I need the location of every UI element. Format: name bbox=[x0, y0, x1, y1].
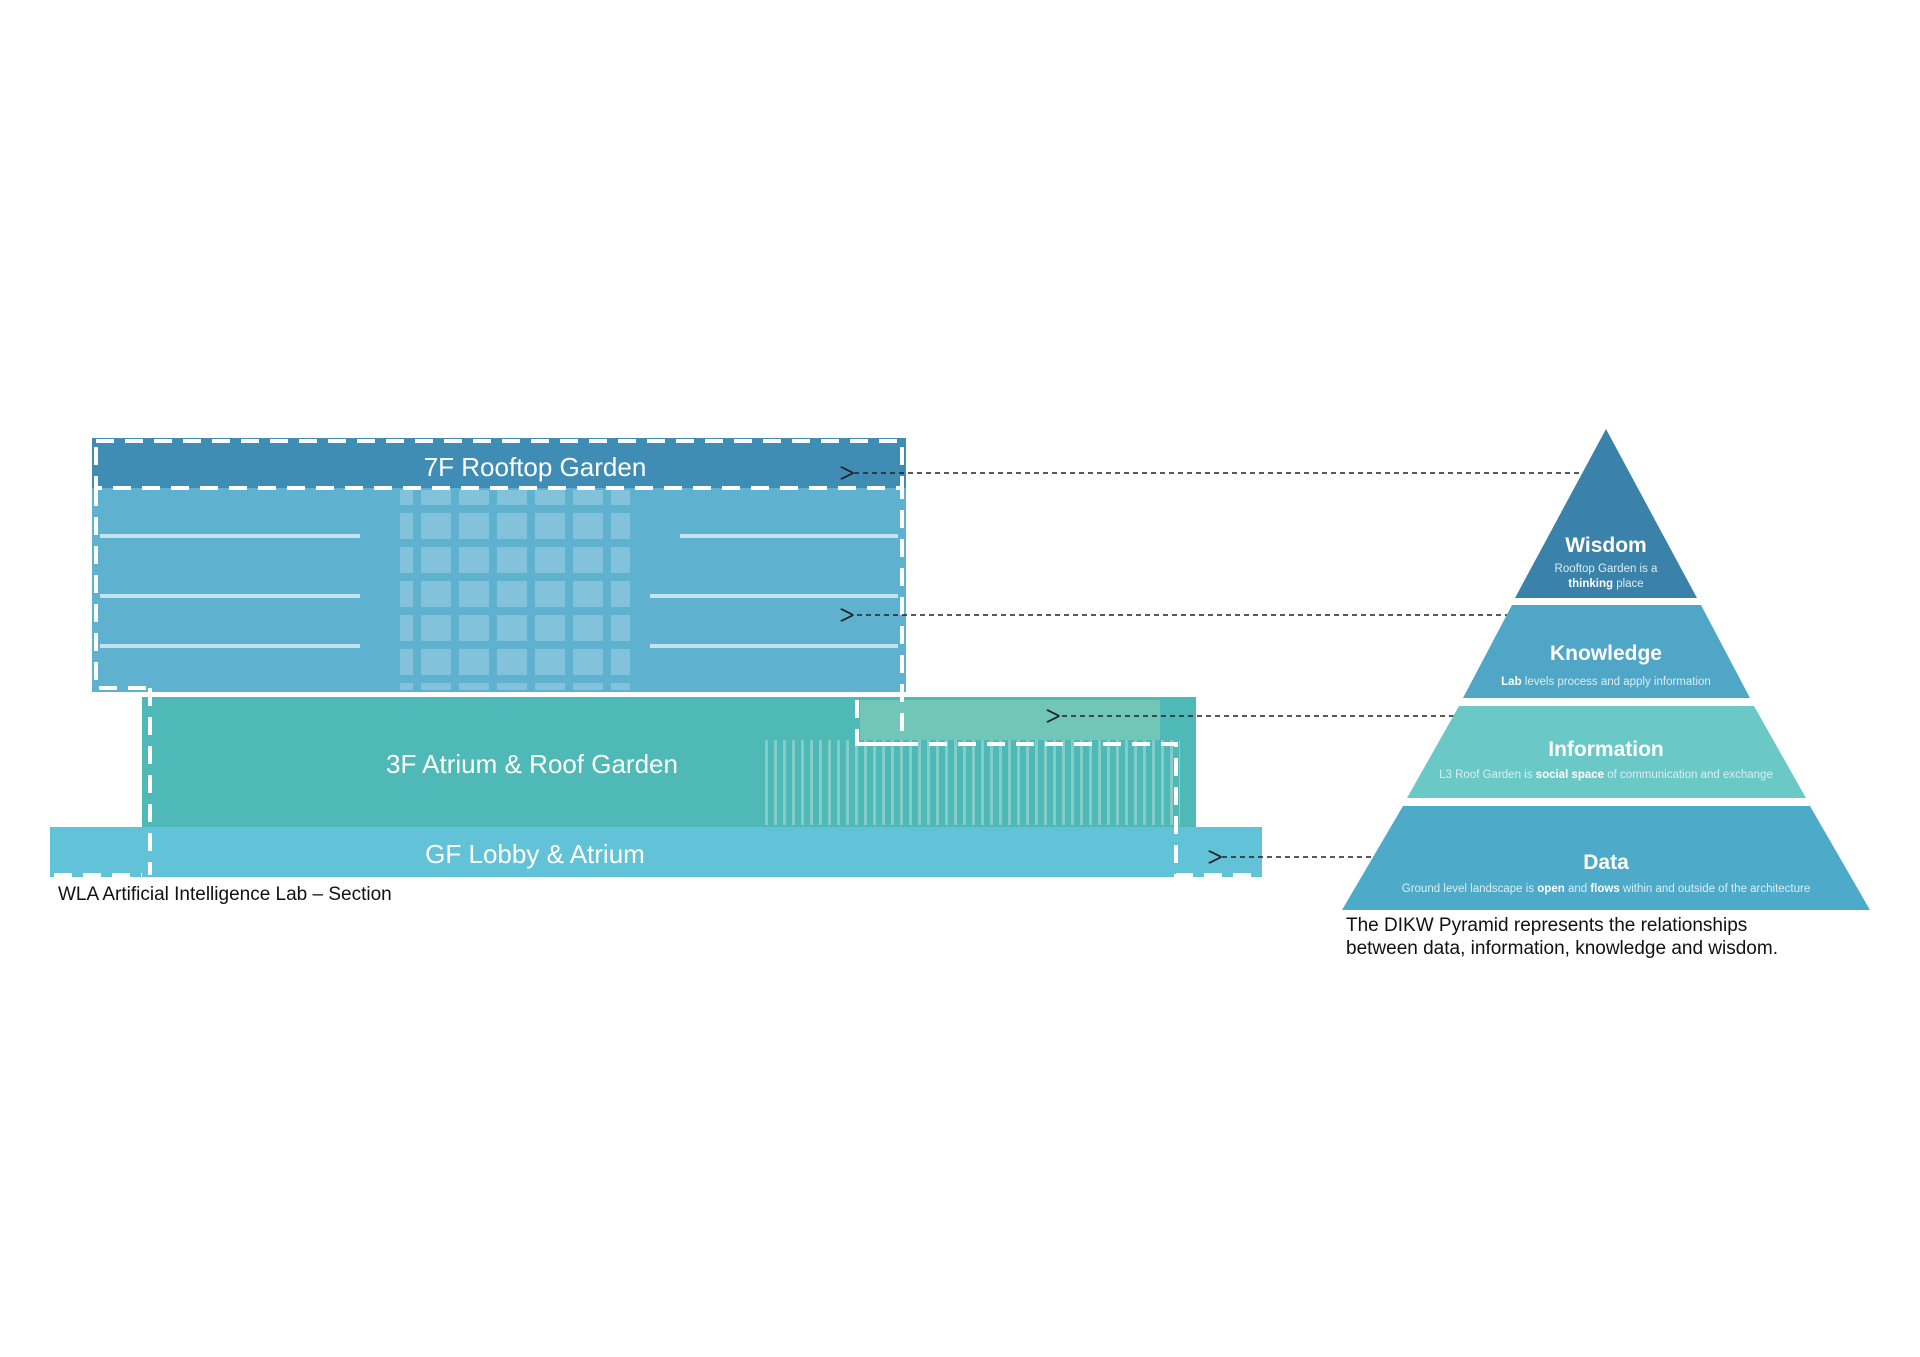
connector-arrows bbox=[852, 473, 1588, 857]
pyramid-caption-line2: between data, information, knowledge and… bbox=[1346, 938, 1778, 959]
tier-title-data: Data bbox=[1583, 851, 1629, 874]
tier-desc-wisdom-line2: thinking place bbox=[1568, 578, 1643, 590]
tier-desc-knowledge: Lab levels process and apply information bbox=[1501, 676, 1711, 688]
pyramid-tier-data bbox=[1342, 806, 1870, 910]
tier-title-wisdom: Wisdom bbox=[1565, 534, 1646, 557]
pyramid-tier-information bbox=[1407, 706, 1806, 798]
atrium-outline bbox=[148, 688, 1252, 877]
rooftop-outline bbox=[94, 439, 904, 490]
upper-block-texture bbox=[400, 490, 630, 690]
building-section: 7F Rooftop Garden 3F Atrium & Roof Garde… bbox=[50, 438, 1262, 877]
pyramid-caption: The DIKW Pyramid represents the relation… bbox=[1346, 914, 1866, 960]
section-caption: WLA Artificial Intelligence Lab – Sectio… bbox=[58, 884, 392, 905]
floor-label-lobby: GF Lobby & Atrium bbox=[425, 839, 645, 869]
dikw-pyramid: Wisdom Rooftop Garden is a thinking plac… bbox=[1342, 429, 1870, 910]
tier-title-knowledge: Knowledge bbox=[1550, 642, 1662, 665]
tier-title-information: Information bbox=[1548, 738, 1664, 761]
floor-label-atrium: 3F Atrium & Roof Garden bbox=[386, 749, 678, 779]
pyramid-tier-knowledge bbox=[1463, 605, 1750, 698]
pyramid-tier-wisdom bbox=[1515, 429, 1697, 598]
floor-outlines bbox=[54, 439, 1252, 877]
roof-garden-planting bbox=[860, 700, 1160, 740]
floor-label-rooftop: 7F Rooftop Garden bbox=[424, 452, 647, 482]
tier-desc-wisdom-line1: Rooftop Garden is a bbox=[1555, 563, 1659, 575]
tier-desc-information: L3 Roof Garden is social space of commun… bbox=[1439, 769, 1773, 781]
atrium-slat-texture bbox=[760, 740, 1180, 825]
tier-desc-data: Ground level landscape is open and flows… bbox=[1402, 883, 1811, 895]
lobby-band bbox=[50, 827, 1262, 877]
floor-slabs bbox=[100, 534, 898, 648]
pyramid-caption-line1: The DIKW Pyramid represents the relation… bbox=[1346, 915, 1748, 936]
rooftop-band bbox=[92, 438, 906, 488]
